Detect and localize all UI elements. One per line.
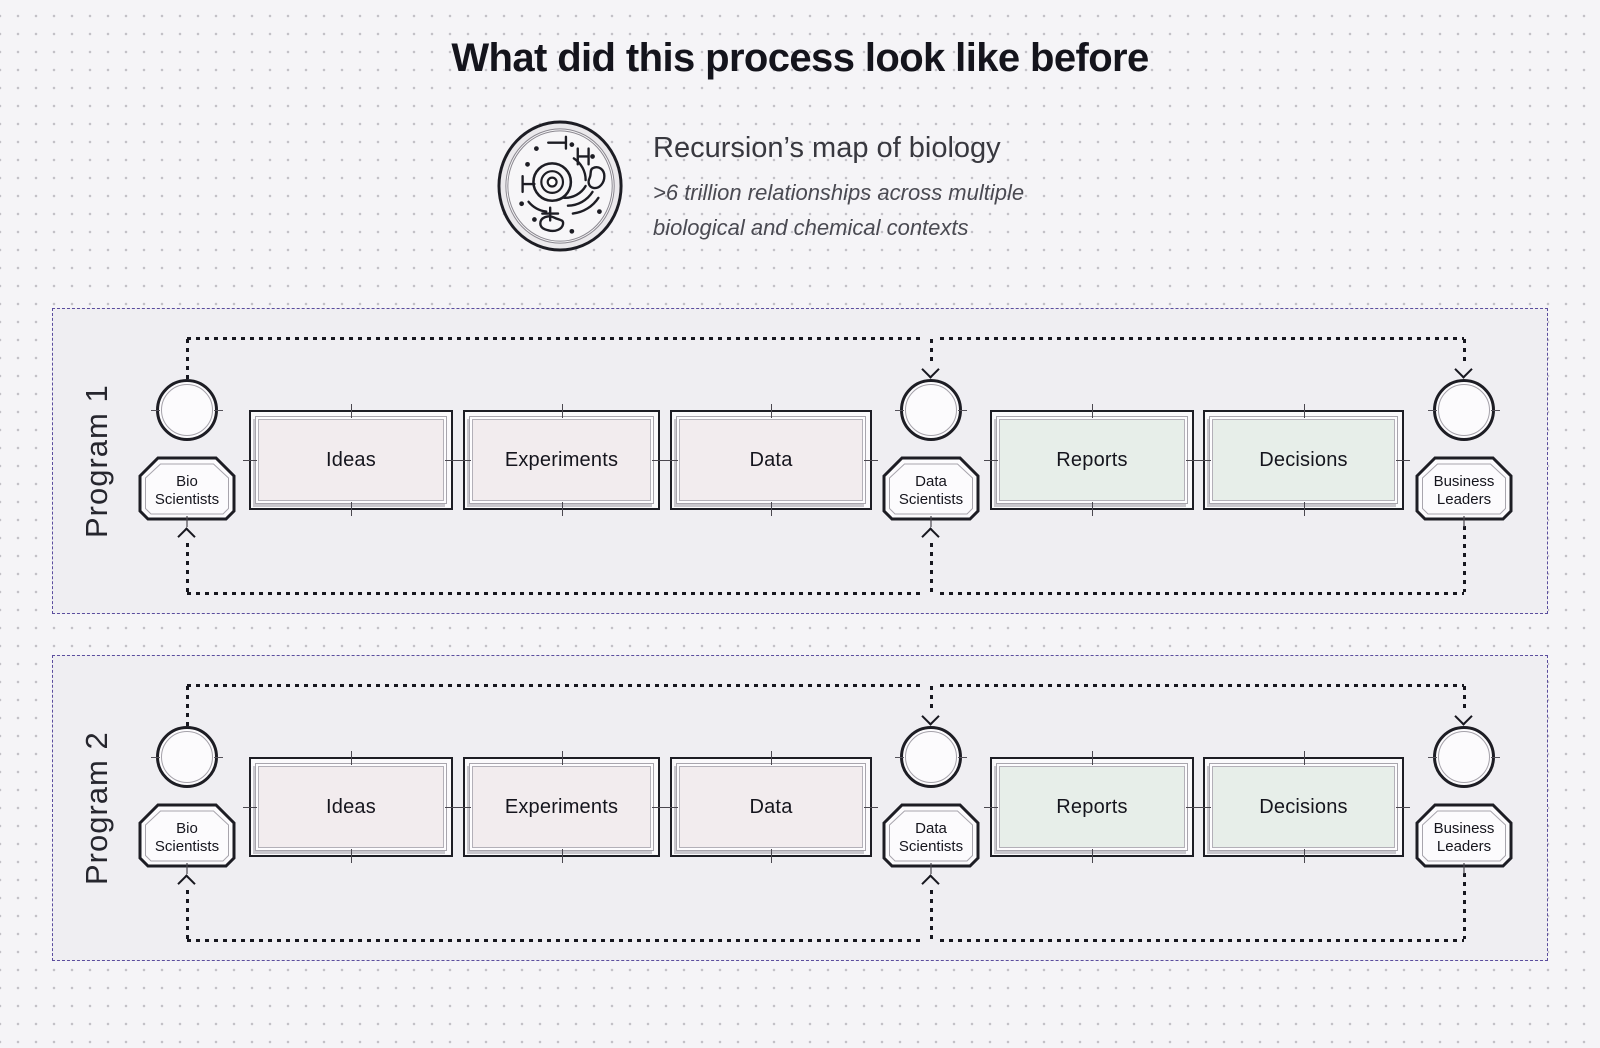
- stage-label-ideas: Ideas: [326, 448, 376, 471]
- arrowhead-down-business-icon: [1454, 707, 1473, 726]
- flow-top-line-right: [940, 337, 1464, 340]
- stage-box-experiments: Experiments: [457, 751, 666, 863]
- actor-data-scientists: Data Scientists: [881, 379, 981, 527]
- person-body-badge: Business Leaders: [1414, 456, 1514, 527]
- person-body-badge: Bio Scientists: [137, 803, 237, 874]
- actor-business-leaders: Business Leaders: [1414, 379, 1514, 527]
- actor-business-label: Business Leaders: [1433, 473, 1495, 508]
- person-body-badge: Business Leaders: [1414, 803, 1514, 874]
- stage-label-data: Data: [749, 795, 793, 818]
- flow-bottom-line-right: [940, 592, 1464, 595]
- person-head-icon: [151, 379, 223, 441]
- program-1-label: Program 1: [79, 384, 114, 538]
- flow-bottom-line-right: [940, 939, 1464, 942]
- person-head-icon: [1428, 726, 1500, 788]
- person-body-badge: Bio Scientists: [137, 456, 237, 527]
- flow-top-line-left: [187, 337, 924, 340]
- stage-box-experiments: Experiments: [457, 404, 666, 516]
- flow-bio-bottom-segment: [186, 543, 189, 592]
- flow-top-line-left: [187, 684, 924, 687]
- flow-data-down-segment: [930, 339, 933, 365]
- actor-bio-scientists: Bio Scientists: [137, 379, 237, 527]
- program-2-container: Program 2 Bio Scientists: [52, 655, 1548, 961]
- flow-business-down-segment: [1463, 339, 1466, 365]
- stage-label-data: Data: [749, 448, 793, 471]
- stage-box-decisions: Decisions: [1197, 751, 1410, 863]
- flow-business-bottom-segment: [1463, 873, 1466, 939]
- arrowhead-down-business-icon: [1454, 360, 1473, 379]
- flow-bottom-line-left: [187, 592, 924, 595]
- actor-bio-scientists: Bio Scientists: [137, 726, 237, 874]
- actor-data-label: Data Scientists: [898, 820, 964, 855]
- flow-data-bottom-segment: [930, 543, 933, 592]
- flow-data-bottom-segment: [930, 890, 933, 939]
- flow-bottom-line-left: [187, 939, 924, 942]
- stage-label-decisions: Decisions: [1259, 795, 1348, 818]
- actor-business-leaders: Business Leaders: [1414, 726, 1514, 874]
- person-head-icon: [895, 726, 967, 788]
- actor-business-label: Business Leaders: [1433, 820, 1495, 855]
- stage-label-decisions: Decisions: [1259, 448, 1348, 471]
- stage-box-reports: Reports: [984, 404, 1200, 516]
- actor-bio-label: Bio Scientists: [154, 473, 220, 508]
- arrowhead-down-data-icon: [921, 360, 940, 379]
- flow-business-bottom-segment: [1463, 526, 1466, 592]
- flow-data-down-segment: [930, 686, 933, 712]
- stage-box-ideas: Ideas: [243, 751, 459, 863]
- stage-label-experiments: Experiments: [504, 795, 619, 818]
- program-2-label: Program 2: [79, 731, 114, 885]
- flow-bio-bottom-segment: [186, 890, 189, 939]
- flow-top-line-right: [940, 684, 1464, 687]
- person-head-icon: [1428, 379, 1500, 441]
- person-body-badge: Data Scientists: [881, 456, 981, 527]
- stage-label-reports: Reports: [1056, 448, 1128, 471]
- person-body-badge: Data Scientists: [881, 803, 981, 874]
- map-subtitle-line1: >6 trillion relationships across multipl…: [653, 180, 1025, 205]
- flow-bio-up-segment: [186, 686, 189, 726]
- page-title: What did this process look like before: [451, 36, 1149, 80]
- program-1-container: Program 1 Bio Scientists: [52, 308, 1548, 614]
- flow-business-down-segment: [1463, 686, 1466, 712]
- person-head-icon: [895, 379, 967, 441]
- flow-bio-up-segment: [186, 339, 189, 379]
- stage-box-reports: Reports: [984, 751, 1200, 863]
- actor-data-label: Data Scientists: [898, 473, 964, 508]
- stage-box-data: Data: [664, 751, 878, 863]
- stage-box-decisions: Decisions: [1197, 404, 1410, 516]
- header-block: Recursion’s map of biology >6 trillion r…: [497, 118, 1024, 254]
- actor-data-scientists: Data Scientists: [881, 726, 981, 874]
- map-heading: Recursion’s map of biology: [653, 132, 1001, 164]
- stage-box-ideas: Ideas: [243, 404, 459, 516]
- cell-icon: [497, 120, 623, 252]
- stage-label-ideas: Ideas: [326, 795, 376, 818]
- actor-bio-label: Bio Scientists: [154, 820, 220, 855]
- person-head-icon: [151, 726, 223, 788]
- stage-label-experiments: Experiments: [504, 448, 619, 471]
- map-subtitle-line2: biological and chemical contexts: [653, 215, 969, 241]
- stage-box-data: Data: [664, 404, 878, 516]
- stage-label-reports: Reports: [1056, 795, 1128, 818]
- arrowhead-down-data-icon: [921, 707, 940, 726]
